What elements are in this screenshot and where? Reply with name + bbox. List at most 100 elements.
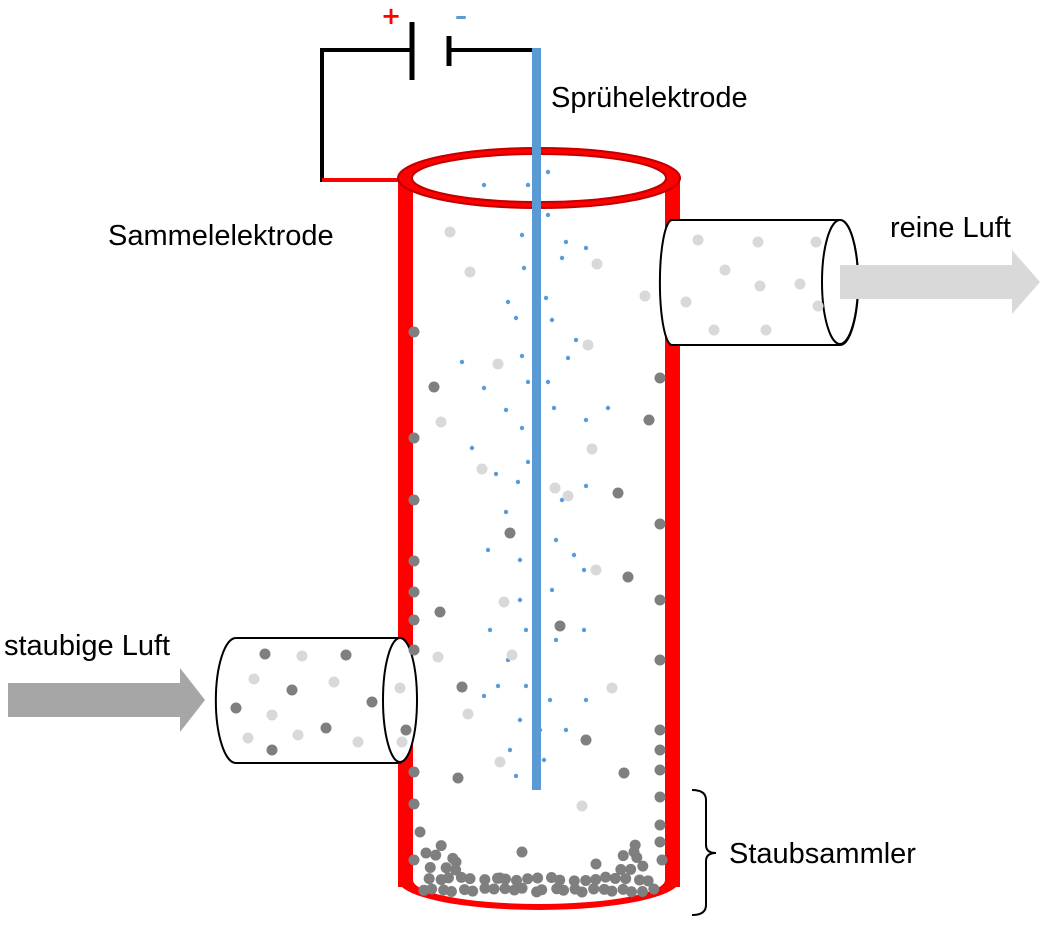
clean-dust-particle	[582, 339, 594, 351]
clean-dust-particle	[549, 482, 561, 494]
dust-particle	[320, 722, 332, 734]
dust-particle	[618, 767, 630, 779]
collected-dust-particle	[634, 874, 646, 886]
clean-dust-particle	[248, 673, 260, 685]
collected-dust-particle	[467, 885, 479, 897]
ion-particle	[583, 245, 589, 251]
ion-particle	[563, 239, 569, 245]
collected-dust-particle	[516, 882, 528, 894]
clean-dust-particle	[498, 596, 510, 608]
clean-dust-particle	[639, 290, 651, 302]
dust-particle	[230, 702, 242, 714]
ion-particle	[543, 295, 549, 301]
collected-dust-particle	[576, 886, 588, 898]
ion-particle	[481, 385, 487, 391]
ion-particle	[581, 567, 587, 573]
collected-dust-particle	[442, 872, 454, 884]
collected-dust-particle	[648, 883, 660, 895]
collected-dust-particle	[408, 854, 420, 866]
collected-dust-particle	[554, 874, 566, 886]
collected-dust-particle	[590, 858, 602, 870]
collected-dust-particle	[455, 871, 467, 883]
dusty-air-label: staubige Luft	[4, 630, 171, 662]
ion-particle	[519, 232, 525, 238]
clean-dust-particle	[266, 709, 278, 721]
collecting-electrode	[397, 147, 681, 910]
collected-dust-particle	[450, 856, 462, 868]
collected-dust-particle	[479, 874, 491, 886]
ion-particle	[525, 379, 531, 385]
dust-particle	[340, 649, 352, 661]
ion-particle	[487, 627, 493, 633]
collected-dust-particle	[440, 862, 452, 874]
ion-particle	[541, 757, 547, 763]
positive-sign: +	[381, 2, 402, 30]
clean-dust-particle	[680, 296, 692, 308]
collected-dust-particle	[615, 863, 627, 875]
ion-particle	[525, 182, 531, 188]
collected-dust-particle	[617, 850, 629, 862]
clean-dust-particle	[506, 649, 518, 661]
ion-particle	[545, 169, 551, 175]
clean-dust-particle	[492, 358, 504, 370]
clean-dust-particle	[352, 736, 364, 748]
collected-dust-particle	[600, 871, 612, 883]
clean-dust-particle	[435, 416, 447, 428]
clean-dust-particle	[292, 729, 304, 741]
ion-particle	[581, 627, 587, 633]
ion-particle	[503, 407, 509, 413]
ion-particle	[503, 509, 509, 515]
wire-positive	[320, 48, 412, 182]
ion-particle	[505, 299, 511, 305]
particles	[230, 169, 824, 898]
clean-dust-particle	[462, 708, 474, 720]
ion-particle	[493, 471, 499, 477]
ion-particle	[507, 747, 513, 753]
ion-particle	[583, 697, 589, 703]
dust-particle	[452, 772, 464, 784]
collected-dust-particle	[424, 861, 436, 873]
ion-particle	[469, 445, 475, 451]
clean-dust-particle	[606, 682, 618, 694]
dust-particle	[400, 724, 412, 736]
ion-particle	[545, 212, 551, 218]
ion-particle	[459, 359, 465, 365]
dust-collector-bracket	[691, 789, 717, 916]
dust-particle	[654, 791, 666, 803]
ion-particle	[547, 697, 553, 703]
clean-dust-particle	[708, 324, 720, 336]
ion-particle	[481, 182, 487, 188]
ion-particle	[523, 627, 529, 633]
ion-particle	[565, 355, 571, 361]
clean-dust-particle	[754, 280, 766, 292]
collected-dust-particle	[522, 873, 534, 885]
dust-particle	[366, 696, 378, 708]
dust-particle	[428, 381, 440, 393]
dust-particle	[456, 681, 468, 693]
clean-dust-particle	[476, 463, 488, 475]
ion-particle	[553, 637, 559, 643]
clean-dust-particle	[719, 264, 731, 276]
collected-dust-particle	[588, 883, 600, 895]
collected-dust-particle	[590, 874, 602, 886]
clean-dust-particle	[810, 236, 822, 248]
collected-dust-particle	[620, 873, 632, 885]
ion-particle	[559, 255, 565, 261]
clean-dust-particle	[590, 564, 602, 576]
dust-particle	[654, 594, 666, 606]
dust-particle	[554, 620, 566, 632]
ion-particle	[523, 683, 529, 689]
dust-particle	[434, 606, 446, 618]
collected-dust-particle	[536, 884, 548, 896]
collected-dust-particle	[628, 846, 640, 858]
collected-dust-particle	[494, 872, 506, 884]
clean-dust-particle	[242, 732, 254, 744]
collected-dust-particle	[445, 886, 457, 898]
clean-dust-particle	[444, 226, 456, 238]
dust-particle	[504, 527, 516, 539]
collected-dust-particle	[636, 886, 648, 898]
collected-dust-particle	[426, 883, 438, 895]
ion-particle	[549, 587, 555, 593]
dust-particle	[654, 654, 666, 666]
